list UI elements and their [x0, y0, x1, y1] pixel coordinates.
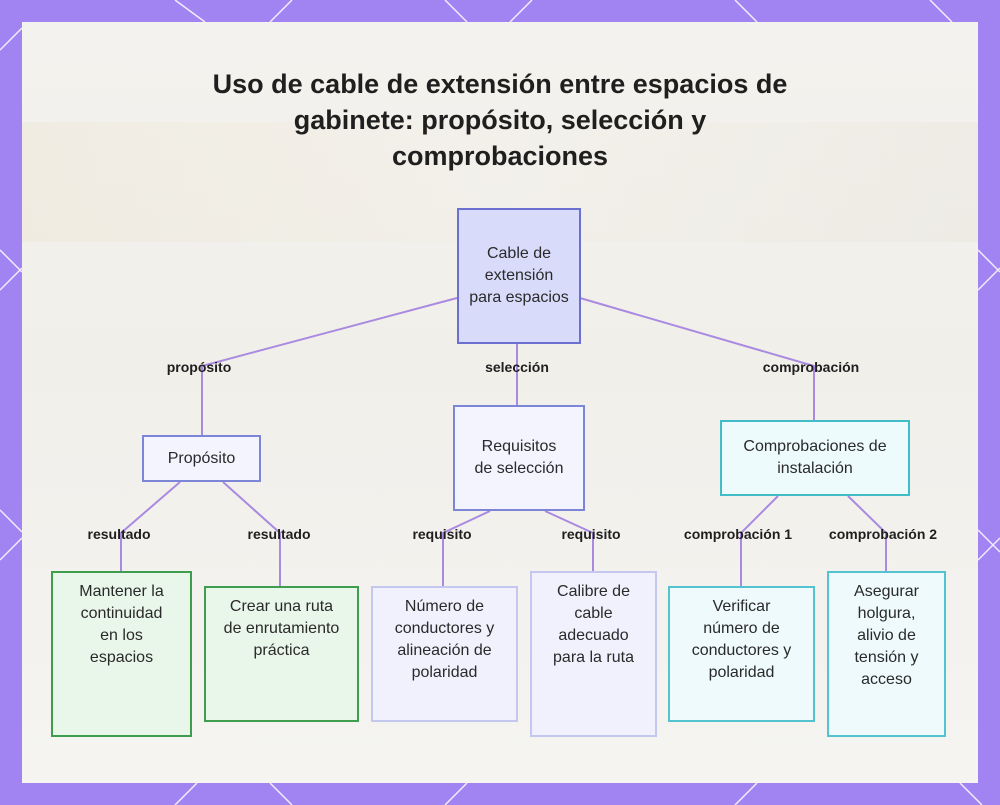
node-numero-label: Número de conductores y alineación de po…: [394, 598, 495, 681]
node-requisitos: Requisitos de selección: [453, 405, 585, 511]
node-calibre-label: Calibre de cable adecuado para la ruta: [553, 583, 634, 666]
edge-label-seleccion: selección: [485, 359, 549, 375]
node-mantener-label: Mantener la continuidad en los espacios: [79, 583, 164, 666]
edge-label-requisito-2: requisito: [561, 526, 621, 542]
node-verificar: Verificar número de conductores y polari…: [668, 586, 815, 722]
node-comprobaciones: Comprobaciones de instalación: [720, 420, 910, 496]
edge-label-comprobacion-1: comprobación 1: [683, 526, 793, 542]
node-crear-label: Crear una ruta de enrutamiento práctica: [223, 598, 340, 659]
node-calibre: Calibre de cable adecuado para la ruta: [530, 571, 657, 737]
node-asegurar: Asegurar holgura, alivio de tensión y ac…: [827, 571, 946, 737]
node-root-label: Cable de extensión para espacios: [469, 245, 569, 306]
node-mantener: Mantener la continuidad en los espacios: [51, 571, 192, 737]
edge-label-proposito: propósito: [166, 359, 232, 375]
edge-root-comprobaciones: [579, 297, 815, 420]
node-proposito-label: Propósito: [167, 449, 236, 467]
edge-root-proposito: [201, 297, 458, 435]
edge-label-requisito-1: requisito: [412, 526, 472, 542]
node-requisitos-label: Requisitos de selección: [474, 438, 564, 477]
node-numero: Número de conductores y alineación de po…: [371, 586, 518, 722]
edge-label-resultado-1: resultado: [87, 526, 151, 542]
node-root: Cable de extensión para espacios: [457, 208, 581, 344]
edge-comprobaciones-verificar: [740, 495, 779, 586]
edge-requisitos-calibre: [544, 510, 594, 571]
node-crear: Crear una ruta de enrutamiento práctica: [204, 586, 359, 722]
edge-label-resultado-2: resultado: [247, 526, 311, 542]
node-proposito: Propósito: [142, 435, 261, 482]
edge-label-comprobacion-2: comprobación 2: [828, 526, 938, 542]
node-comprobaciones-label: Comprobaciones de instalación: [743, 438, 887, 477]
edge-requisitos-numero: [442, 510, 491, 586]
edge-proposito-mantener: [120, 481, 181, 571]
edge-comprobaciones-asegurar: [847, 495, 887, 571]
diagram-title: Uso de cable de extensión entre espacios…: [212, 69, 788, 171]
node-verificar-label: Verificar número de conductores y polari…: [691, 598, 792, 681]
node-asegurar-label: Asegurar holgura, alivio de tensión y ac…: [854, 583, 919, 688]
edge-label-comprobacion: comprobación: [762, 359, 860, 375]
edge-proposito-crear: [222, 481, 281, 586]
